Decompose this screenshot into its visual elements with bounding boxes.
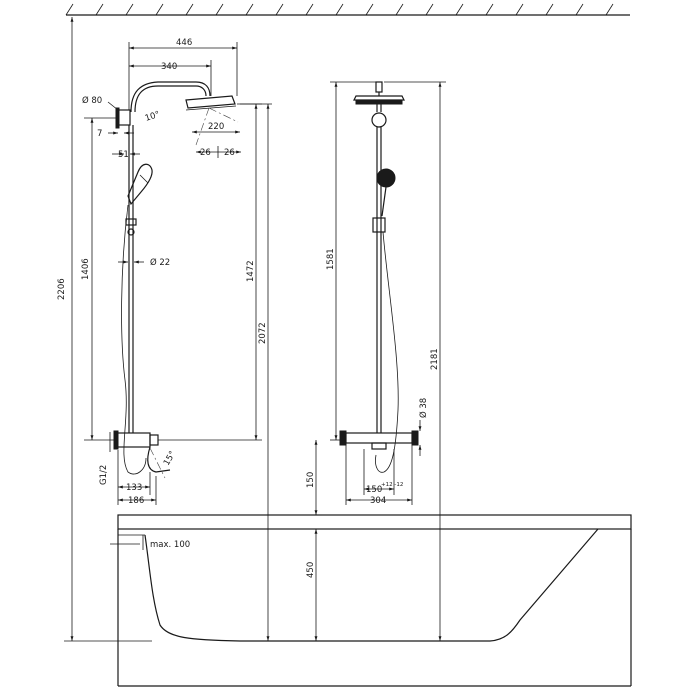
bath-mixer — [113, 430, 171, 479]
shower-system-front-view — [339, 81, 419, 473]
dim-38-diameter: Ø 38 — [418, 398, 429, 418]
dim-26-left: 26 — [200, 148, 211, 158]
dim-max-100: max. 100 — [150, 540, 190, 550]
dim-186: 186 — [128, 496, 144, 506]
dim-15-degree: 15° — [162, 449, 178, 467]
dim-220: 220 — [208, 122, 224, 132]
dim-1406: 1406 — [81, 258, 91, 280]
dim-1581: 1581 — [326, 248, 336, 270]
hand-shower — [127, 163, 153, 206]
thermostat-mixer — [339, 430, 419, 450]
dim-304: 304 — [370, 496, 386, 506]
dim-150-vertical: 150 — [306, 472, 316, 488]
dimension-lines — [64, 17, 446, 642]
dim-80-diameter: Ø 80 — [82, 95, 102, 106]
dim-22-diameter: Ø 22 — [150, 257, 170, 268]
dim-340: 340 — [161, 62, 177, 72]
dim-2072: 2072 — [258, 322, 268, 344]
dim-150-tolerance: +12 -12 — [381, 482, 403, 488]
dim-10-degree: 10° — [144, 110, 161, 124]
overhead-shower-head — [185, 95, 239, 146]
dim-450: 450 — [306, 562, 316, 578]
dim-51: 51 — [118, 150, 129, 160]
dim-446: 446 — [176, 38, 192, 48]
dim-150-horizontal: 150 — [366, 485, 382, 495]
dim-26-right: 26 — [224, 148, 235, 158]
dim-7: 7 — [97, 129, 102, 139]
dim-g12: G1/2 — [99, 465, 109, 485]
dimension-labels: 446 340 Ø 80 10° 7 51 220 26 26 Ø 22 220… — [57, 38, 440, 578]
dim-2181: 2181 — [430, 348, 440, 370]
shower-system-side-view — [113, 81, 239, 479]
bathtub — [117, 514, 632, 687]
dim-1472: 1472 — [246, 260, 256, 282]
dim-133: 133 — [126, 483, 142, 493]
dim-2206: 2206 — [57, 278, 67, 300]
ceiling-hatch — [65, 3, 630, 16]
